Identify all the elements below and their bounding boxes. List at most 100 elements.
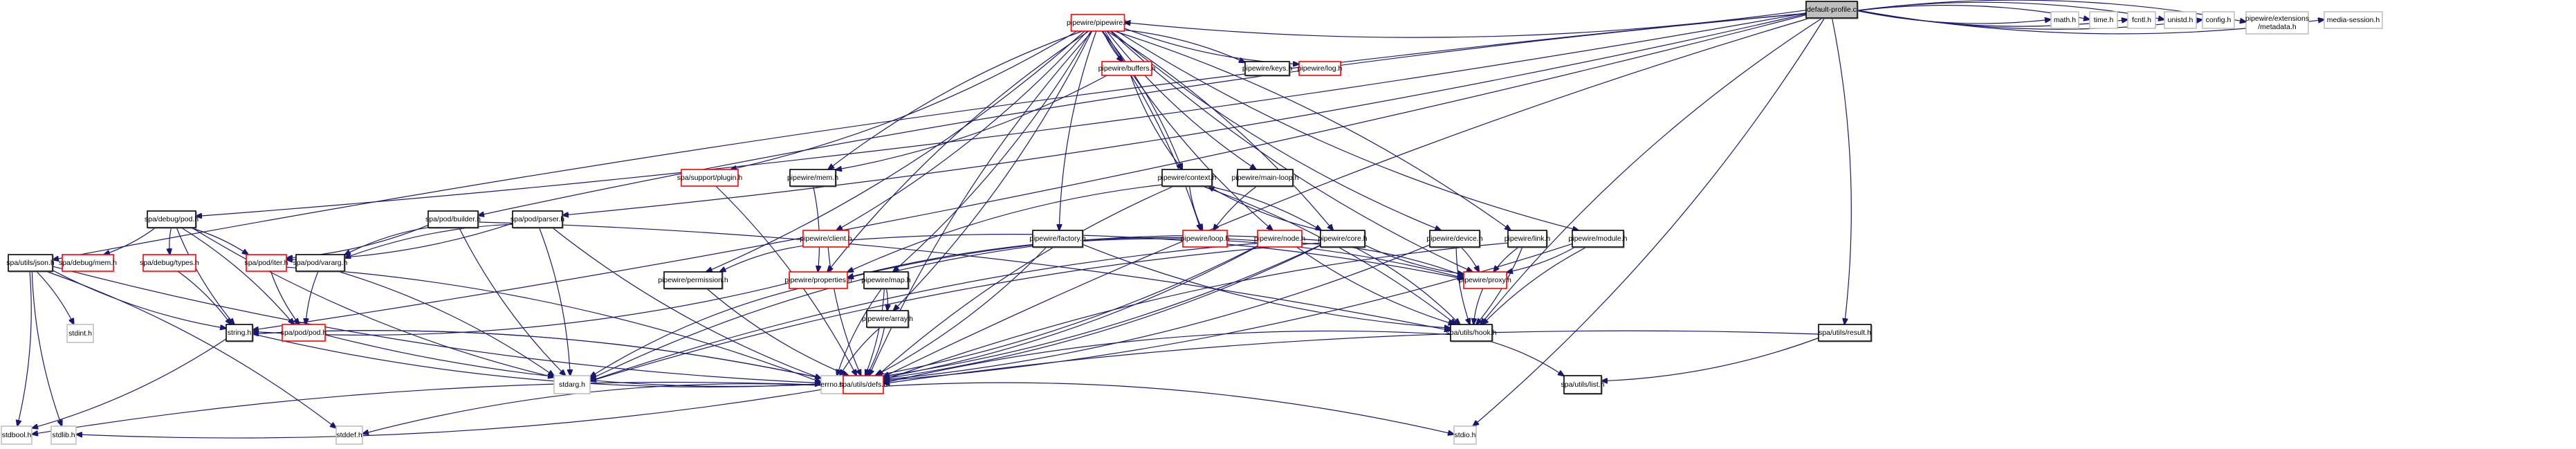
node-label-stddef: stddef.h xyxy=(336,431,362,439)
node-factory[interactable]: pipewire/factory.h xyxy=(1029,230,1086,248)
node-debugtypes[interactable]: spa/debug/types.h xyxy=(140,254,199,272)
node-node[interactable]: pipewire/node.h xyxy=(1254,230,1305,248)
node-module[interactable]: pipewire/module.h xyxy=(1568,230,1628,248)
node-label-fcntl: fcntl.h xyxy=(2132,16,2151,24)
node-box-stdint xyxy=(66,324,94,343)
node-shadow-link xyxy=(1509,231,1548,248)
node-label-config: config.h xyxy=(2206,16,2232,24)
node-label-mainloop: pipewire/main-loop.h xyxy=(1232,174,1299,182)
node-json[interactable]: spa/utils/json.h xyxy=(6,254,55,273)
node-podparser[interactable]: spa/pod/parser.h xyxy=(510,210,564,229)
edge-pipewire-to-permission xyxy=(706,30,1085,272)
node-stdint: stdint.h xyxy=(66,324,94,343)
node-debugpod[interactable]: spa/debug/pod.h xyxy=(145,210,199,229)
edge-podbuilder-to-podvararg xyxy=(344,227,429,255)
node-result[interactable]: spa/utils/result.h xyxy=(1818,324,1873,342)
edge-podvararg-to-podpod xyxy=(306,271,319,324)
edge-root-to-string xyxy=(252,14,1807,331)
node-box-array xyxy=(866,310,909,328)
node-shadow-podvararg xyxy=(297,255,346,273)
node-string[interactable]: string.h xyxy=(226,324,254,342)
node-box-hook xyxy=(1450,324,1493,342)
node-box-pipewire xyxy=(1070,14,1125,32)
edge-pipewire-to-proxy xyxy=(1110,30,1473,272)
edge-json-to-stdbool xyxy=(17,271,32,426)
edge-root-to-math xyxy=(1857,10,2051,24)
edge-map-to-array xyxy=(886,288,887,311)
node-box-mem xyxy=(789,169,836,187)
node-errno: errno.h xyxy=(820,375,844,394)
node-label-proxy: pipewire/proxy.h xyxy=(1459,276,1511,284)
node-properties[interactable]: pipewire/properties.h xyxy=(784,271,852,289)
node-proxy[interactable]: pipewire/proxy.h xyxy=(1459,271,1511,289)
node-label-podpod: spa/pod/pod.h xyxy=(281,329,327,337)
node-label-poditer: spa/pod/iter.h xyxy=(244,259,288,267)
node-label-buffers: pipewire/buffers.h xyxy=(1098,64,1156,73)
edge-json-to-stdlib xyxy=(31,271,62,426)
node-label-stdio: stdio.h xyxy=(1455,431,1476,439)
edge-root-to-json xyxy=(53,12,1807,259)
edge-link-to-proxy xyxy=(1493,246,1520,272)
node-box-poditer xyxy=(246,254,287,272)
node-shadow-hook xyxy=(1451,325,1493,342)
node-label-keys: pipewire/keys.h xyxy=(1242,64,1293,73)
node-keys[interactable]: pipewire/keys.h xyxy=(1242,61,1293,77)
node-loop[interactable]: pipewire/loop.h xyxy=(1181,230,1230,248)
node-podvararg[interactable]: spa/pod/vararg.h xyxy=(293,254,348,273)
node-shadow-json xyxy=(9,255,54,273)
node-core[interactable]: pipewire/core.h xyxy=(1318,230,1368,248)
node-box-stdlib xyxy=(50,425,77,445)
node-label-podparser: spa/pod/parser.h xyxy=(510,215,564,223)
node-box-root xyxy=(1805,1,1858,19)
node-label-node: pipewire/node.h xyxy=(1254,235,1305,243)
edge-debugpod-to-podpod xyxy=(181,227,294,324)
node-label-podvararg: spa/pod/vararg.h xyxy=(293,259,348,267)
edge-root-to-result xyxy=(1831,17,1852,324)
edge-buffers-to-context xyxy=(1130,75,1183,169)
node-list[interactable]: spa/utils/list.h xyxy=(1561,375,1605,395)
edge-root-to-debugpod xyxy=(196,12,1807,217)
node-shadow-context xyxy=(1163,170,1213,187)
node-root[interactable]: default-profile.c xyxy=(1805,1,1859,19)
edge-module-to-proxy xyxy=(1507,246,1576,273)
edge-permission-to-defs xyxy=(706,288,849,376)
node-debugmem[interactable]: spa/debug/mem.h xyxy=(59,254,117,272)
node-box-permission xyxy=(663,271,723,289)
node-podbuilder[interactable]: spa/pod/builder.h xyxy=(425,210,481,229)
node-log[interactable]: pipewire/log.h xyxy=(1298,61,1343,76)
node-box-errno xyxy=(820,375,844,394)
node-box-client xyxy=(802,230,849,248)
edge-debugpod-to-debugtypes xyxy=(169,227,172,255)
node-box-debugpod xyxy=(147,210,196,228)
edge-node-to-hook xyxy=(1296,246,1454,324)
node-client[interactable]: pipewire/client.h xyxy=(800,230,852,248)
edge-pipewire-to-plugin xyxy=(730,30,1078,169)
node-mem[interactable]: pipewire/mem.h xyxy=(787,169,838,187)
edge-hook-to-list xyxy=(1489,340,1564,376)
node-device[interactable]: pipewire/device.h xyxy=(1426,230,1483,248)
node-hook[interactable]: spa/utils/hook.h xyxy=(1446,324,1497,342)
edge-json-to-string xyxy=(52,270,226,329)
node-defs[interactable]: spa/utils/defs.h xyxy=(839,375,887,394)
node-mainloop[interactable]: pipewire/main-loop.h xyxy=(1232,169,1299,187)
edge-pipewire-to-properties xyxy=(827,30,1089,272)
edge-defs-to-stdlib xyxy=(76,385,844,439)
node-link[interactable]: pipewire/link.h xyxy=(1505,230,1551,248)
node-label-result: spa/utils/result.h xyxy=(1819,329,1871,337)
node-podpod[interactable]: spa/pod/pod.h xyxy=(281,324,327,342)
node-map[interactable]: pipewire/map.h xyxy=(861,271,911,290)
node-permission[interactable]: pipewire/permission.h xyxy=(658,271,728,290)
node-box-loop xyxy=(1182,230,1228,248)
node-label-map: pipewire/map.h xyxy=(861,276,910,284)
node-poditer[interactable]: spa/pod/iter.h xyxy=(244,254,288,272)
node-pipewire[interactable]: pipewire/pipewire.h xyxy=(1067,14,1129,32)
node-box-node xyxy=(1257,230,1303,248)
node-plugin[interactable]: spa/support/plugin.h xyxy=(677,169,743,187)
node-context[interactable]: pipewire/context.h xyxy=(1158,169,1217,187)
node-buffers[interactable]: pipewire/buffers.h xyxy=(1098,61,1156,76)
node-label-podbuilder: spa/pod/builder.h xyxy=(425,215,481,223)
node-shadow-root xyxy=(1807,2,1859,19)
edge-core-to-context xyxy=(1208,186,1322,231)
node-array[interactable]: pipewire/array.h xyxy=(862,310,913,329)
